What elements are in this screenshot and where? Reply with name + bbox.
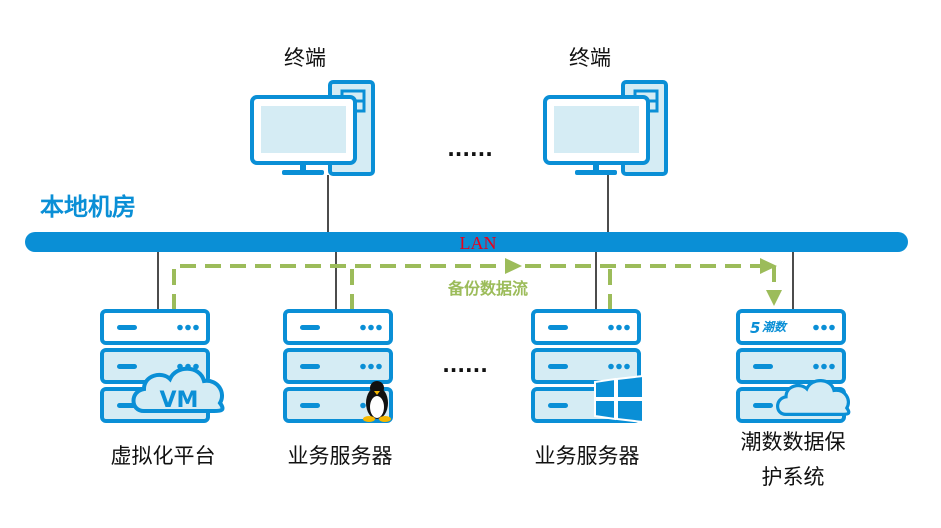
data-protection-server: 5 潮数 (738, 311, 851, 421)
backup-flow-label: 备份数据流 (447, 279, 528, 298)
site-label: 本地机房 (40, 193, 136, 221)
virtualization-server: VM (102, 311, 225, 421)
flow-arrow-down-icon (766, 290, 782, 306)
lan-bus (25, 232, 908, 252)
terminal-label-2: 终端 (569, 46, 611, 70)
server-label: 业务服务器 (535, 444, 640, 468)
linux-server (285, 311, 391, 422)
terminal-label-1: 终端 (284, 46, 326, 70)
server-label-line2: 护系统 (762, 465, 825, 489)
cloud-icon (775, 378, 851, 416)
vm-badge: VM (160, 388, 199, 413)
linux-icon (363, 381, 391, 422)
computer-icon (250, 80, 375, 177)
server-label: 虚拟化平台 (111, 444, 216, 468)
flow-arrow-icon (505, 258, 522, 274)
lan-label: LAN (460, 233, 497, 253)
windows-icon (594, 374, 644, 424)
server-label: 业务服务器 (288, 444, 393, 468)
windows-server (533, 311, 644, 424)
svg-text:潮数: 潮数 (762, 320, 788, 334)
server-ellipsis: ...... (442, 353, 488, 377)
backup-flow-path (172, 264, 776, 310)
cloud-icon: VM (131, 366, 225, 413)
server-label-line1: 潮数数据保 (741, 430, 846, 454)
brand-logo: 5 潮数 (744, 317, 804, 337)
flow-arrow-icon (760, 258, 777, 274)
server-links (157, 252, 794, 311)
terminal-ellipsis: ...... (447, 137, 493, 161)
svg-text:5: 5 (750, 319, 760, 337)
computer-icon (543, 80, 668, 177)
